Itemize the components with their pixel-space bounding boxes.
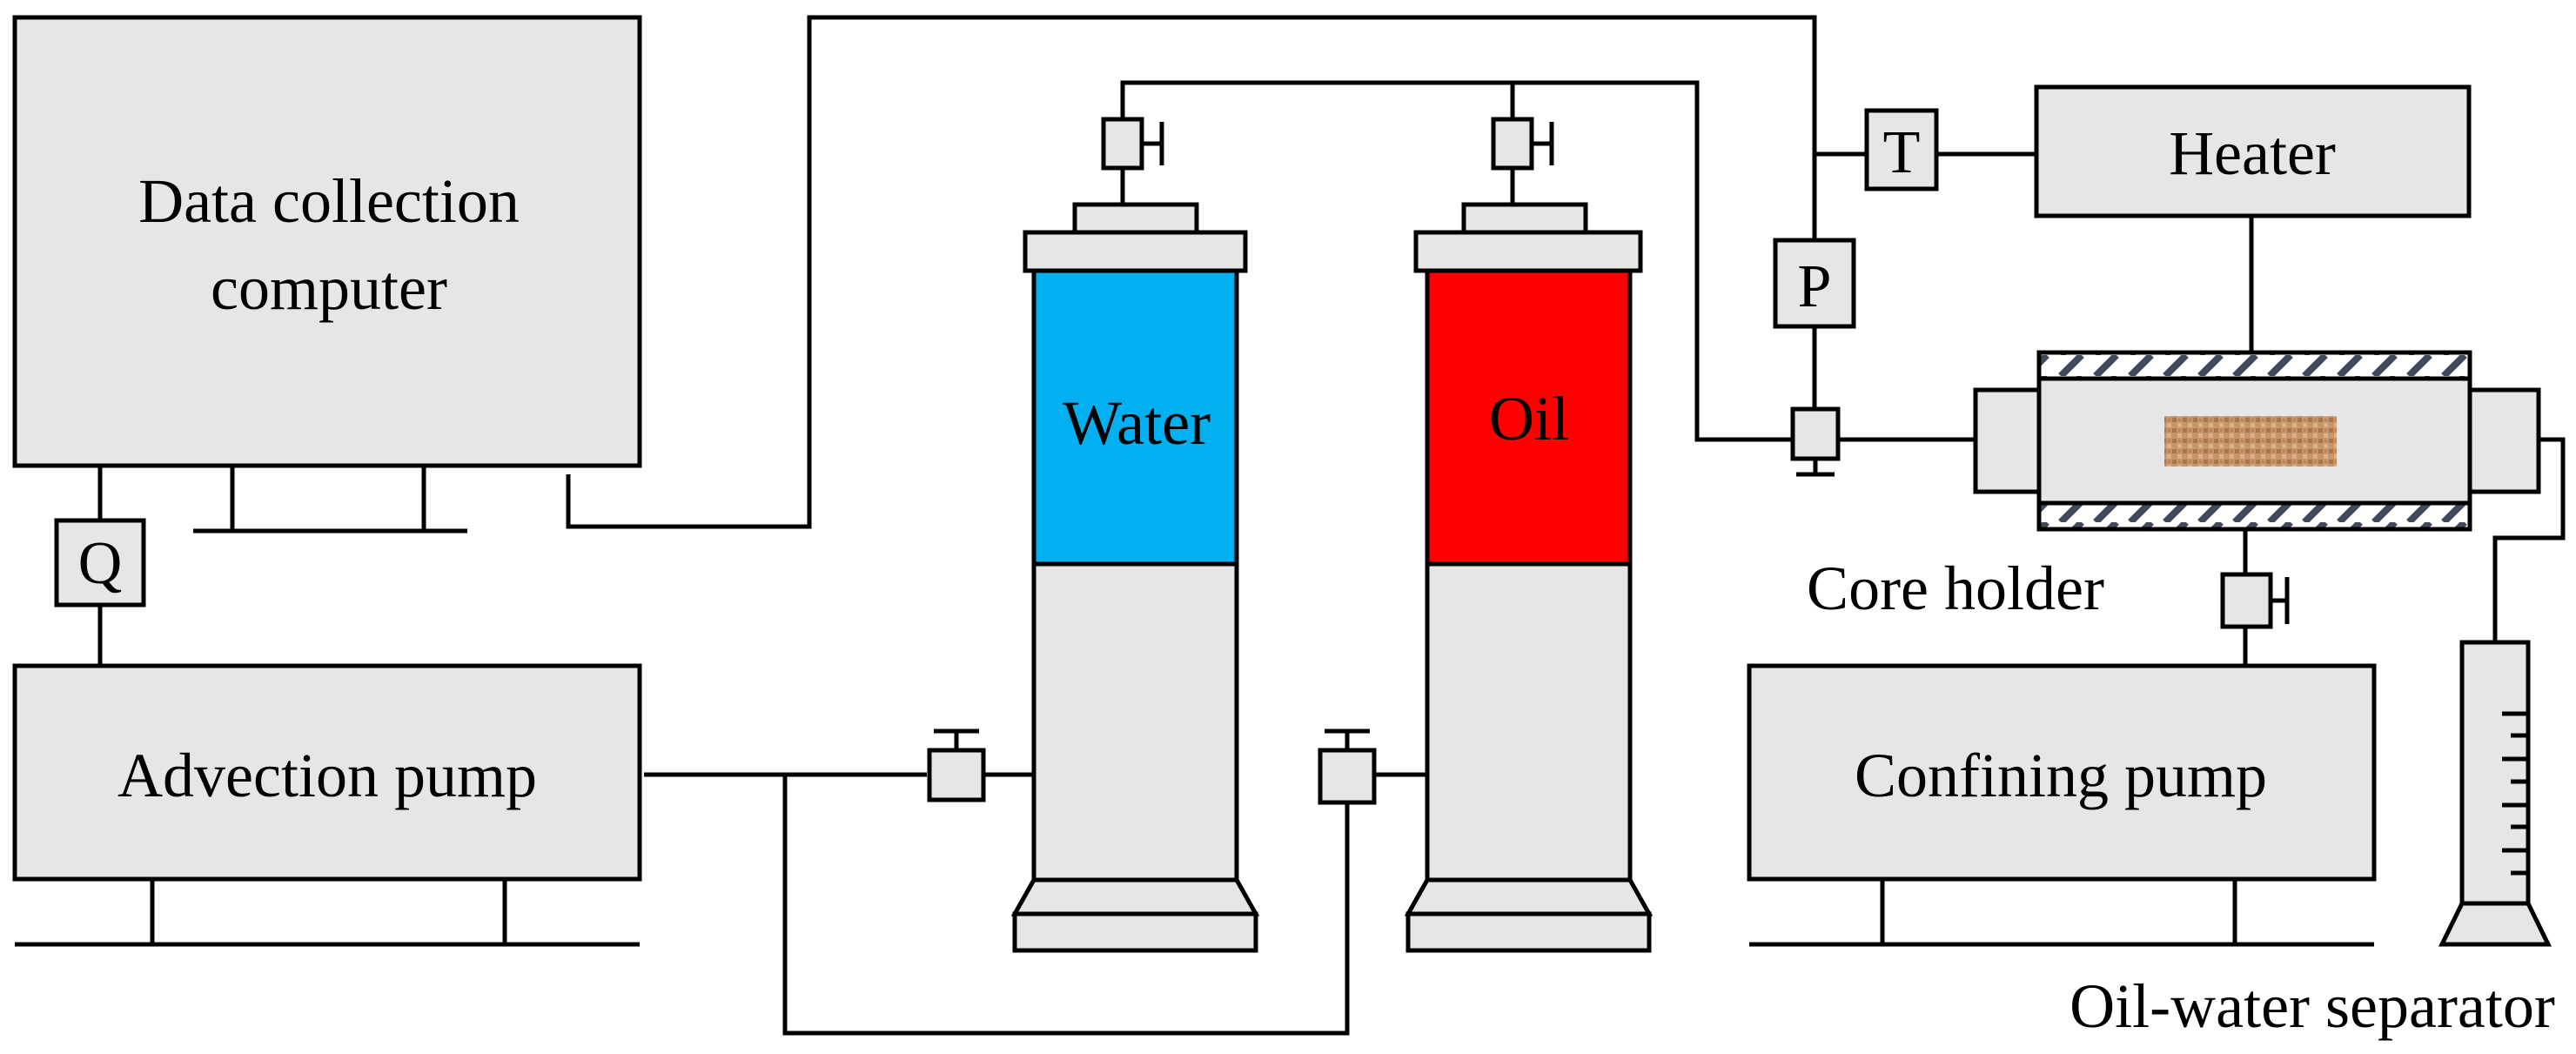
pressure-sensor: P [1773,238,1856,329]
core-holder-sleeve-bottom [2036,500,2472,532]
water-top-valve [1101,117,1144,171]
core-holder-outlet-line [2492,437,2566,642]
core-inlet-valve-body [1790,406,1841,461]
confining-pump-body [1747,663,2377,882]
temperature-sensor-label: T [1883,119,1921,186]
oil-cylinder: Oil [1318,117,1654,953]
confining-valve-body [2220,572,2273,629]
heater: Heater [2034,84,2472,218]
core-inlet-valve [1790,406,1841,477]
oil-bypass-line [782,775,1350,1036]
computer-label-line2: computer [211,253,447,323]
cylinder-top-manifold [1120,80,1801,442]
oil-cylinder-base [1405,911,1652,953]
advection-pump: Advection pump [12,663,642,947]
advection-pump-body [12,663,642,882]
pressure-sensor-box [1773,238,1856,329]
heater-box [2034,84,2472,218]
flow-meter-box [54,518,146,608]
data-collection-computer: Data collection computer [12,15,642,534]
water-cylinder: Water [927,117,1260,953]
flow-meter: Q [54,518,146,608]
confining-valve [2220,529,2290,629]
oil-inlet-valve [1318,748,1377,805]
separator-label: Oil-water separator [2070,971,2555,1041]
water-cylinder-cap [1072,202,1199,235]
water-fill [1031,268,1239,567]
water-cylinder-foot [1010,877,1260,916]
oil-label: Oil [1489,384,1569,453]
core-sample [2164,416,2337,467]
computer-monitor [12,15,642,468]
advection-pump-label: Advection pump [117,741,537,810]
piping [97,15,2566,1036]
heater-label: Heater [2169,118,2336,188]
oil-cylinder-foot [1404,877,1654,916]
core-holder-left-cap [1973,387,2042,494]
separator-tube [2459,640,2531,906]
temperature-sensor-box [1864,108,1939,191]
core-holder-sleeve-top [2036,350,2472,381]
water-label: Water [1063,388,1211,458]
oil-fill [1425,268,1633,567]
water-cylinder-base [1012,911,1258,953]
temperature-sensor: T [1864,108,1939,191]
oil-cylinder-cap [1461,202,1588,235]
confining-pump-label: Confining pump [1855,741,2267,810]
flow-meter-label: Q [78,530,123,597]
water-cylinder-lid [1023,230,1248,273]
oil-water-separator: Oil-water separator [2070,640,2555,1041]
computer-label-line1: Data collection [138,166,520,236]
core-holder: Core holder [1807,350,2541,623]
oil-cylinder-lid [1413,230,1643,273]
core-holder-label: Core holder [1807,554,2104,623]
core-holder-right-cap [2467,387,2541,494]
separator-foot [2438,901,2553,947]
oil-top-valve [1491,117,1534,171]
pressure-sensor-label: P [1798,253,1832,320]
confining-pump: Confining pump [1747,663,2377,947]
computer-to-core-line [566,15,1817,529]
water-inlet-valve [927,748,986,802]
